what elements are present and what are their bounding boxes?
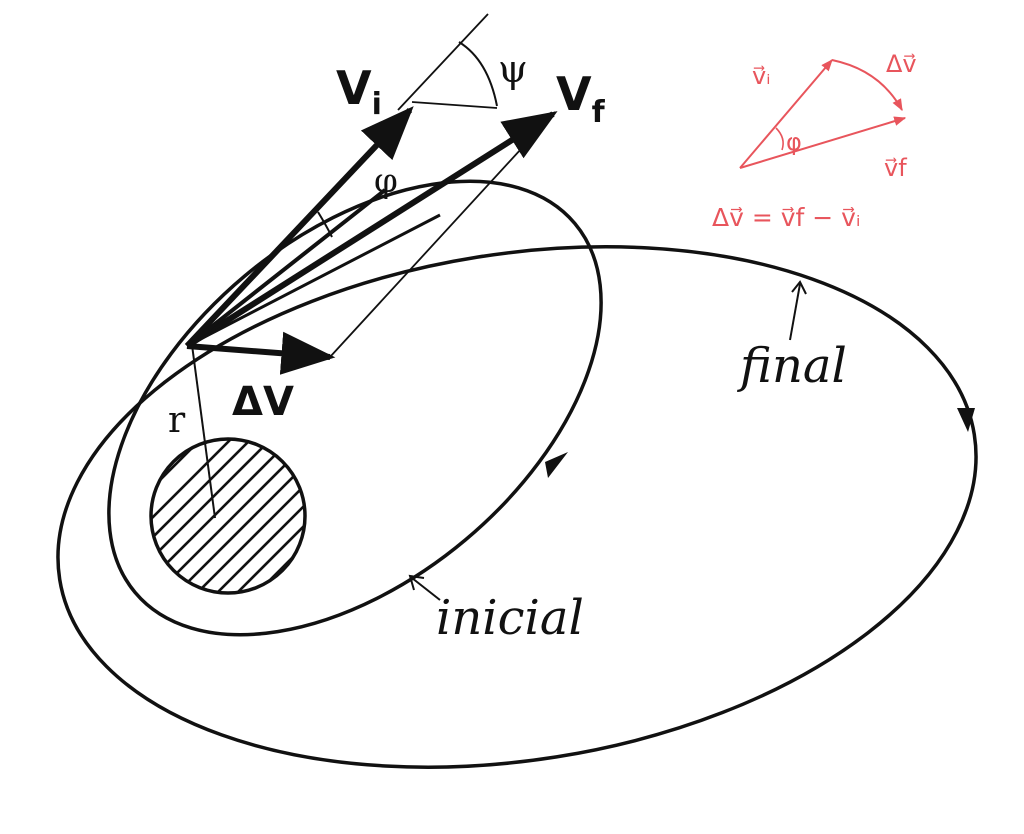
initial-orbit-direction-arrow xyxy=(545,452,568,478)
triangle-equation: Δv⃗ = v⃗f − v⃗ᵢ xyxy=(712,203,860,232)
delta-v-label: ΔV xyxy=(232,379,294,425)
tangent-line-2 xyxy=(186,213,441,348)
phi-angle-arc xyxy=(317,211,333,238)
triangle-vi-label: v⃗ᵢ xyxy=(752,62,771,90)
v-final-label: Vf xyxy=(556,67,606,130)
psi-angle-arc xyxy=(458,41,498,107)
psi-label: ψ xyxy=(498,47,528,91)
phi-label: φ xyxy=(374,161,398,201)
delta-v-vector xyxy=(186,331,336,375)
radius-line xyxy=(191,344,216,519)
v-initial-label: Vi xyxy=(336,61,382,122)
initial-pointer xyxy=(411,577,441,601)
initial-orbit-label: inicial xyxy=(436,590,584,646)
initial-orbit xyxy=(107,179,603,637)
radius-label: r xyxy=(168,400,186,441)
vector-triangle-annotation: v⃗ᵢ Δv⃗ v⃗f φ Δv⃗ = v⃗f − v⃗ᵢ xyxy=(712,50,917,232)
final-pointer xyxy=(789,283,801,341)
triangle-angle-label: φ xyxy=(786,128,802,156)
triangle-vf-label: v⃗f xyxy=(884,154,907,182)
triangle-dv-label: Δv⃗ xyxy=(886,50,917,78)
final-orbit-direction-arrow xyxy=(957,408,975,432)
tangent-line-1 xyxy=(185,188,387,348)
v-initial-vector xyxy=(184,106,414,349)
v-final-vector xyxy=(185,111,558,349)
final-orbit xyxy=(56,245,978,769)
final-orbit-label: final xyxy=(737,338,847,394)
